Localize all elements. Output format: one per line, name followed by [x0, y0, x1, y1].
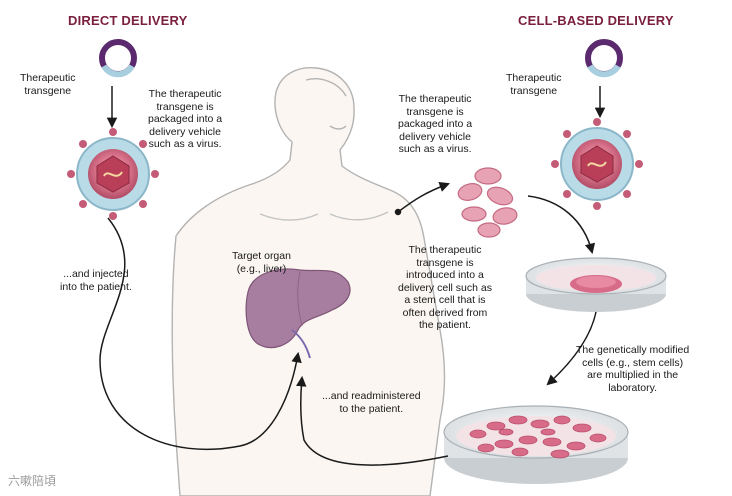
watermark: 六嗽陪頃 — [8, 472, 56, 489]
stem-cells — [456, 168, 518, 237]
petri-dish-small — [526, 258, 666, 312]
plasmid-right — [588, 42, 620, 74]
virus-left — [67, 128, 159, 220]
heading-direct-delivery: DIRECT DELIVERY — [68, 13, 188, 28]
petri-dish-large — [444, 406, 628, 484]
plasmid-left — [102, 42, 134, 74]
heading-cell-based-delivery: CELL-BASED DELIVERY — [518, 13, 674, 28]
virus-right — [551, 118, 643, 210]
label-target-organ: Target organ(e.g., liver) — [232, 250, 291, 275]
